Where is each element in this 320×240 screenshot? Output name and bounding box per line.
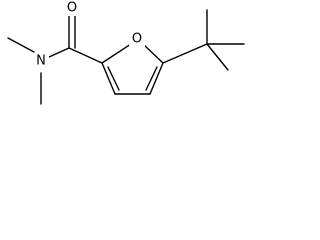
label-bg-oxygen-ring: [129, 31, 145, 47]
bond-furan-tbutyl: [162, 43, 208, 64]
atom-label-oxygen-carbonyl: O: [67, 1, 77, 16]
bond-furan-inner-c2-c3: [107, 66, 120, 91]
label-bg-oxygen-carbonyl: [64, 0, 80, 16]
bond-furan-o-c5: [142, 43, 164, 64]
bond-nmethyl-top: [7, 37, 35, 53]
atom-label-oxygen-ring: O: [132, 32, 142, 47]
bond-carbonyl-furan: [68, 47, 103, 64]
bond-furan-c3-c2: [101, 62, 116, 95]
molecule-structure-diagram: O O N: [0, 0, 252, 112]
bond-n-carbonyl: [48, 47, 70, 58]
label-bg-nitrogen: [33, 53, 49, 69]
bond-furan-c2-o: [101, 43, 132, 64]
bond-furan-inner-c5-c4: [145, 66, 158, 91]
bond-furan-c5-c4: [149, 62, 164, 95]
bond-tbutyl-methyl-bottom: [206, 43, 229, 71]
atom-label-nitrogen: N: [36, 54, 46, 69]
chemical-structure-svg: O O N: [7, 0, 245, 105]
